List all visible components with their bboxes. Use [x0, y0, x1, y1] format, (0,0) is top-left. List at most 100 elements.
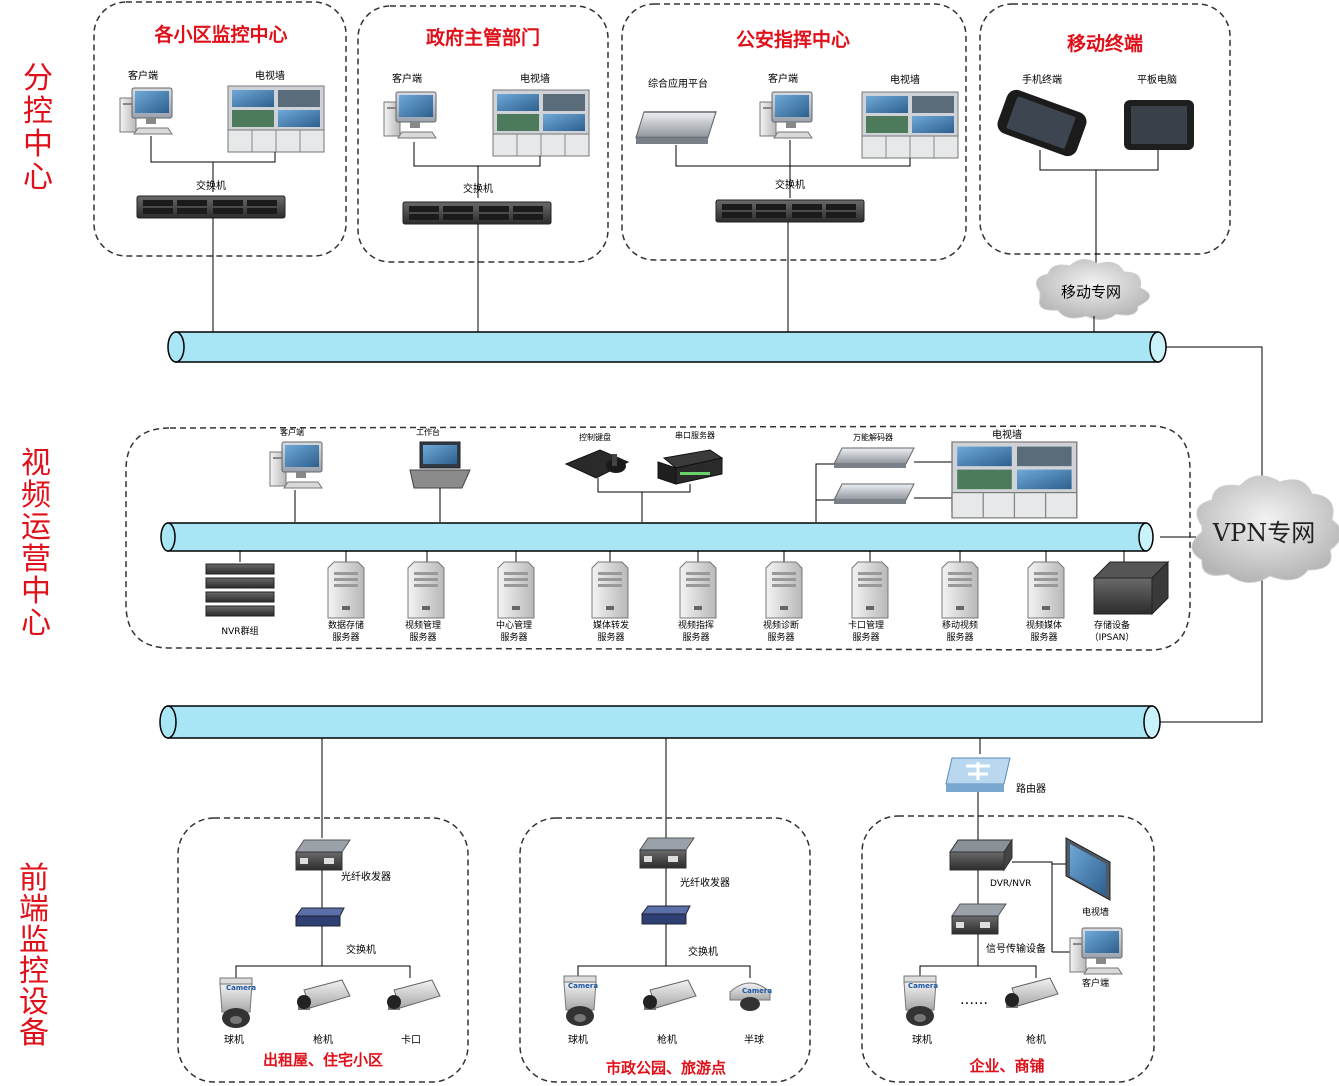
- svg-text:心: 心: [21, 606, 51, 641]
- video-command-server-icon: [679, 561, 717, 619]
- svg-text:（IPSAN）: （IPSAN）: [1090, 632, 1135, 643]
- client-pc-icon: [383, 91, 437, 139]
- video-media-server-icon: [1027, 561, 1065, 619]
- rack-switch-icon: [402, 201, 552, 225]
- svg-text:服务器: 服务器: [682, 631, 709, 643]
- backbone-pipe-lower: [159, 705, 1161, 739]
- svg-text:球机: 球机: [224, 1033, 244, 1046]
- tvwall-label: 电视墙: [255, 69, 285, 82]
- svg-text:VPN专网: VPN专网: [1212, 519, 1315, 547]
- decoder-icon-2: [833, 483, 915, 505]
- video-diagnosis-server-icon: [765, 561, 803, 619]
- svg-text:中: 中: [21, 574, 51, 609]
- svg-text:前: 前: [19, 861, 49, 896]
- fiber-transceiver-icon: [295, 839, 351, 871]
- switch-label: 交换机: [196, 179, 226, 192]
- svg-text:服务器: 服务器: [597, 631, 624, 643]
- tvwall-label: 电视墙: [890, 73, 920, 86]
- svg-text:视频媒体: 视频媒体: [1026, 619, 1062, 631]
- tv-wall-icon: [492, 89, 590, 157]
- side-label-bottom: 前 端 监 控 设 备: [19, 861, 49, 1051]
- mobile-network-cloud: 移动专网: [1035, 259, 1150, 320]
- svg-text:存储设备: 存储设备: [1094, 619, 1130, 631]
- svg-text:Camera: Camera: [568, 982, 598, 990]
- vpn-link-upper: [1166, 346, 1263, 498]
- svg-text:运: 运: [21, 510, 51, 545]
- ipsan-storage-icon: [1092, 560, 1170, 616]
- svg-text:数据存储: 数据存储: [328, 619, 364, 631]
- switch-label: 交换机: [688, 945, 718, 958]
- switch-label: 交换机: [775, 178, 805, 191]
- backbone-pipe-upper: [167, 331, 1167, 363]
- svg-text:服务器: 服务器: [1030, 631, 1057, 643]
- rack-switch-icon: [715, 199, 865, 223]
- switch-label: 交换机: [346, 943, 376, 956]
- enterprise-client-pc-icon: [1069, 927, 1123, 975]
- svg-text:心: 心: [23, 160, 53, 195]
- group-title: 移动终端: [1067, 32, 1143, 55]
- svg-text:设: 设: [19, 985, 49, 1020]
- decoder-label: 万能解码器: [853, 432, 893, 442]
- signal-label: 信号传输设备: [986, 942, 1046, 955]
- svg-text:半球: 半球: [744, 1033, 764, 1046]
- svg-text:营: 营: [21, 542, 51, 577]
- ops-tv-wall-icon: [951, 441, 1078, 519]
- tablet-icon: [1124, 100, 1194, 150]
- transceiver-label: 光纤收发器: [680, 876, 730, 889]
- svg-text:服务器: 服务器: [852, 631, 879, 643]
- vpn-link-lower: [1160, 570, 1263, 723]
- client-pc-icon: [119, 87, 173, 135]
- tv-wall-icon: [861, 91, 959, 159]
- video-management-server-icon: [407, 561, 445, 619]
- switch-icon: [295, 907, 345, 927]
- client-label: 客户端: [768, 72, 798, 85]
- tv-wall-icon: [227, 85, 325, 153]
- client-label: 客户端: [1082, 977, 1109, 989]
- checkpoint-camera-icon: [386, 979, 441, 1011]
- media-forward-server-icon: [591, 561, 629, 619]
- svg-text:视: 视: [21, 446, 51, 481]
- group-title: 各小区监控中心: [153, 23, 287, 46]
- phone-icon: [997, 89, 1087, 157]
- serial-server-label: 串口服务器: [675, 430, 715, 440]
- svg-text:视频管理: 视频管理: [405, 619, 441, 631]
- svg-text:Camera: Camera: [226, 984, 256, 992]
- rack-switch-icon: [136, 195, 286, 219]
- mobile-video-server-icon: [941, 561, 979, 619]
- svg-text:监: 监: [19, 923, 49, 958]
- server-label: NVR群组: [221, 625, 258, 637]
- group-government-dept: 政府主管部门 客户端 电视墙 交换机: [357, 5, 609, 263]
- client-pc-icon: [759, 91, 813, 139]
- front-group-park: 光纤收发器 交换机 Camera Camera 球机 枪机 半球 市政公园、旅游…: [519, 817, 811, 1083]
- svg-text:视频指挥: 视频指挥: [678, 619, 714, 631]
- front-group-enterprise: 路由器 DVR/NVR 电视墙 客户端 信号传输设备 Camera …… 球机 …: [861, 757, 1155, 1083]
- enterprise-tvwall-icon: [1065, 837, 1111, 901]
- group-title: 出租屋、住宅小区: [263, 1051, 383, 1069]
- video-ops-center: 客户端 工作台 控制键盘 串口服务器 万能解码器: [125, 425, 1191, 651]
- keyboard-label: 控制键盘: [579, 432, 611, 442]
- backbone-pipe-middle: [160, 522, 1154, 552]
- svg-text:媒体转发: 媒体转发: [593, 619, 629, 631]
- svg-text:备: 备: [19, 1016, 49, 1051]
- group-title: 市政公园、旅游点: [606, 1059, 726, 1077]
- workstation-icon: [409, 441, 471, 489]
- control-keyboard-icon: [564, 449, 630, 479]
- svg-text:枪机: 枪机: [1026, 1033, 1046, 1046]
- group-title: 企业、商铺: [968, 1057, 1044, 1075]
- tablet-label: 平板电脑: [1137, 73, 1177, 86]
- svg-text:Camera: Camera: [742, 987, 772, 995]
- vpn-cloud: VPN专网: [1191, 475, 1339, 583]
- svg-text:服务器: 服务器: [332, 631, 359, 643]
- front-group-residential: 光纤收发器 交换机 Camera 球机 枪机 卡口 出租屋、住宅小区: [177, 817, 469, 1083]
- svg-text:Camera: Camera: [908, 982, 938, 990]
- side-label-top: 分 控 中 心: [23, 61, 53, 195]
- svg-text:分: 分: [23, 61, 53, 96]
- center-management-server-icon: [497, 561, 535, 619]
- group-community-monitoring: 各小区监控中心 客户端 电视墙 交换机: [93, 1, 347, 257]
- group-title: 政府主管部门: [426, 26, 540, 49]
- svg-text:频: 频: [21, 478, 51, 513]
- switch-icon: [641, 905, 691, 925]
- svg-text:球机: 球机: [912, 1033, 932, 1046]
- more-devices-ellipsis: ……: [960, 992, 988, 1008]
